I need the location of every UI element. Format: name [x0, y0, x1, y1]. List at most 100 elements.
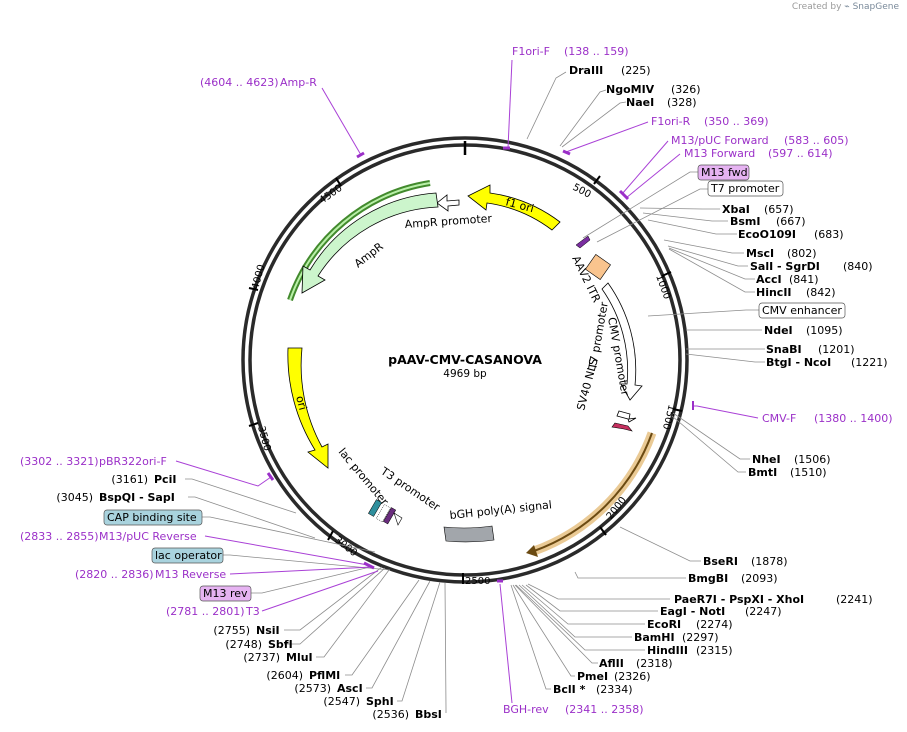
leader-sbfi [284, 567, 386, 645]
primer-m13-fwd: M13 Forward(597 .. 614) [684, 147, 833, 160]
ori-label: ori [293, 394, 309, 411]
pleader-cmv-f [692, 405, 759, 419]
pleader-bgh-rev [499, 583, 513, 704]
leader-eagi [525, 584, 658, 612]
leader-pflmi [345, 579, 420, 676]
site-snabi: SnaBI(1201) [766, 343, 855, 356]
leader-sali [667, 245, 748, 267]
svg-text:(1221): (1221) [851, 356, 888, 369]
cds-ring-highlight-core [533, 432, 653, 552]
svg-text:(1510): (1510) [790, 466, 827, 479]
svg-text:(2820 .. 2836): (2820 .. 2836) [75, 568, 154, 581]
svg-text:BmtI: BmtI [748, 466, 777, 479]
svg-text:(4604 .. 4623): (4604 .. 4623) [200, 76, 279, 89]
tick-label: 4500 [317, 183, 344, 207]
site-ecoo109i: EcoO109I(683) [738, 228, 844, 241]
svg-text:(583 .. 605): (583 .. 605) [784, 134, 849, 147]
svg-text:BbsI: BbsI [415, 708, 442, 721]
leader-t7-promoter [596, 188, 710, 243]
svg-text:M13/pUC Reverse: M13/pUC Reverse [99, 530, 197, 543]
svg-text:AccI: AccI [756, 273, 782, 286]
site-paer7i: PaeR7I - PspXI - XhoI (2241) [674, 593, 873, 606]
primer-pbr322ori-f: (3302 .. 3321)pBR322ori-F [20, 455, 167, 468]
svg-text:(2737): (2737) [243, 651, 280, 664]
feature-f1-ori [467, 184, 561, 231]
site-bmgbi: BmgBI(2093) [688, 572, 778, 585]
site-draiii: DraIII(225) [569, 64, 651, 77]
site-bbsi: (2536) BbsI [372, 708, 441, 721]
leader-naei [561, 101, 627, 148]
svg-text:NdeI: NdeI [764, 324, 793, 337]
svg-text:(1878): (1878) [751, 555, 788, 568]
svg-text:(3302 .. 3321): (3302 .. 3321) [20, 455, 99, 468]
svg-text:EagI - NotI: EagI - NotI [660, 605, 725, 618]
svg-text:XbaI: XbaI [722, 203, 750, 216]
site-mlui: (2737)MluI [243, 651, 312, 664]
site-pflmi: (2604) PflMI [266, 669, 340, 682]
snapgene-logo-icon: ⌁ [844, 2, 850, 12]
leader-draiii [526, 71, 567, 140]
svg-text:(2536): (2536) [372, 708, 409, 721]
svg-text:NsiI: NsiI [256, 624, 280, 637]
svg-text:F1ori-F: F1ori-F [512, 45, 550, 58]
box-m13-rev: M13 rev [199, 585, 252, 602]
watermark: Created by ⌁ SnapGene [792, 2, 899, 12]
ampr-ring-highlight-inner [289, 182, 431, 301]
feature-m13-fwd-marker [575, 235, 591, 249]
feature-ori [287, 347, 329, 469]
svg-text:(328): (328) [667, 96, 697, 109]
svg-text:(2547): (2547) [323, 695, 360, 708]
feature-t3-promoter-marker [393, 512, 403, 526]
site-bsmi: BsmI(667) [730, 215, 806, 228]
site-pcii: (3161)PciI [111, 473, 176, 486]
svg-text:(2748): (2748) [225, 638, 262, 651]
leader-bmgbi [574, 571, 686, 579]
svg-text:F1ori-R: F1ori-R [651, 115, 691, 128]
svg-text:(2604): (2604) [266, 669, 303, 682]
primer-m13-puc-fwd: M13/pUC Forward(583 .. 605) [671, 134, 849, 147]
primer-f1ori-f: F1ori-F(138 .. 159) [512, 45, 629, 58]
site-ndei: NdeI(1095) [764, 324, 843, 337]
svg-text:HincII: HincII [756, 286, 792, 299]
svg-text:(2241): (2241) [836, 593, 873, 606]
box-m13-fwd: M13 fwd [697, 164, 750, 181]
svg-text:CAP binding site: CAP binding site [107, 511, 197, 524]
svg-text:SbfI: SbfI [268, 638, 293, 651]
svg-text:PflMI: PflMI [309, 669, 340, 682]
watermark-prefix: Created by [791, 2, 842, 12]
leader-nhei [672, 412, 750, 460]
watermark-brand: SnapGene [852, 2, 899, 12]
site-pmei: PmeI(2326) [577, 670, 651, 683]
svg-text:(683): (683) [814, 228, 844, 241]
svg-text:SphI: SphI [366, 695, 394, 708]
svg-text:PciI: PciI [154, 473, 176, 486]
svg-text:(2334): (2334) [596, 683, 633, 696]
svg-text:M13 Reverse: M13 Reverse [155, 568, 226, 581]
leader-ecoo109i [647, 219, 737, 235]
leader-bseri [619, 526, 701, 562]
site-eagi: EagI - NotI(2247) [660, 605, 782, 618]
svg-text:pBR322ori-F: pBR322ori-F [99, 455, 167, 468]
svg-text:SalI - SgrDI: SalI - SgrDI [750, 260, 820, 273]
leader-lac-operator [222, 554, 391, 571]
svg-text:PaeR7I - PspXI - XhoI: PaeR7I - PspXI - XhoI [674, 593, 804, 606]
svg-text:(1380 .. 1400): (1380 .. 1400) [814, 412, 893, 425]
svg-text:(657): (657) [764, 203, 794, 216]
leader-nsii [284, 566, 383, 631]
site-nsii: (2755)NsiI [213, 624, 279, 637]
site-ngomiv: NgoMIV(326) [606, 83, 701, 96]
primer-m13-rev: (2820 .. 2836)M13 Reverse [75, 568, 226, 581]
site-hincii: HincII (842) [756, 286, 836, 299]
svg-text:(2573): (2573) [294, 682, 331, 695]
site-btgi: BtgI - NcoI(1221) [766, 356, 888, 369]
svg-text:(2318): (2318) [636, 657, 673, 670]
svg-text:(350 .. 369): (350 .. 369) [704, 115, 769, 128]
svg-text:T3: T3 [245, 605, 260, 618]
svg-text:CMV-F: CMV-F [762, 412, 796, 425]
leader-btgi [685, 353, 765, 363]
plasmid-name: pAAV-CMV-CASANOVA [388, 352, 542, 367]
plasmid-length: 4969 bp [443, 368, 487, 380]
ampr-promoter-label: AmpR promoter [404, 212, 493, 231]
feature-cmv-promoter [601, 282, 643, 401]
svg-text:(842): (842) [806, 286, 836, 299]
